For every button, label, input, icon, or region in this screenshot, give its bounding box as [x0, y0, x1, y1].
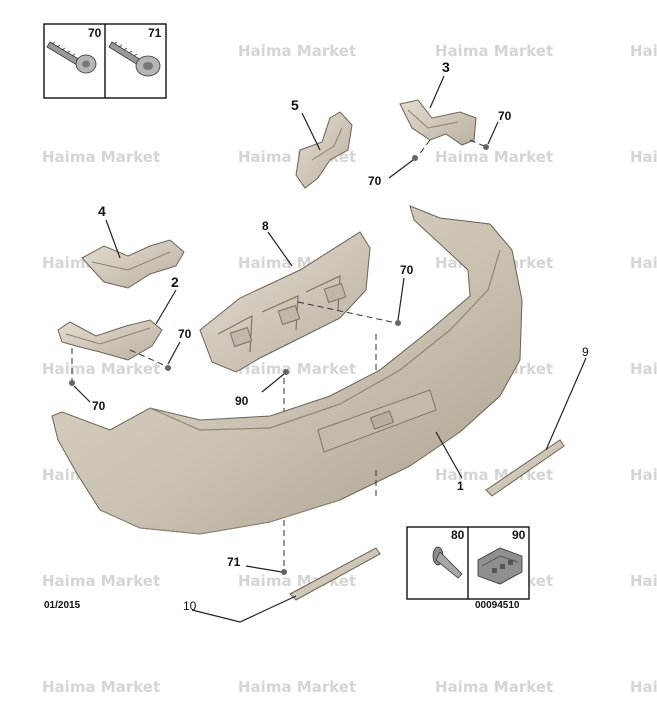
- screw-dot: [483, 144, 489, 150]
- watermark-edge: Hai: [630, 42, 657, 60]
- watermark-edge: Hai: [630, 254, 657, 272]
- fastener-box-top: 70 71: [43, 23, 167, 99]
- drawing-number: 00094510: [475, 600, 520, 611]
- callout-70-a: 70: [498, 109, 512, 123]
- screw-dot: [69, 380, 75, 386]
- leader-3: [429, 75, 445, 109]
- watermark: Haima Market: [238, 360, 356, 378]
- fastener-box-ref-90: 90: [512, 528, 526, 542]
- trim-strip-10: 10 71: [183, 547, 381, 623]
- callout-10: 10: [183, 599, 197, 613]
- rivet-80-icon: [432, 546, 463, 579]
- callout-71: 71: [227, 555, 241, 569]
- callout-70-e: 70: [92, 399, 106, 413]
- watermark-edge: Hai: [630, 678, 657, 696]
- watermark: Haima Market: [435, 42, 553, 60]
- callout-2: 2: [171, 274, 179, 290]
- screw-71-icon: [108, 41, 161, 77]
- fastener-box-bottom: 80 90: [406, 526, 530, 600]
- leader-4: [105, 219, 121, 259]
- watermark: Haima Market: [42, 572, 160, 590]
- trim-strip-9: 9: [485, 345, 589, 497]
- leader-71: [245, 565, 283, 573]
- callout-70-d: 70: [178, 327, 192, 341]
- fastener-box-ref-70: 70: [88, 26, 102, 40]
- fastener-box-ref-71: 71: [148, 26, 162, 40]
- watermark: Haima Market: [435, 678, 553, 696]
- dash-2b: [129, 349, 167, 367]
- bracket-5: 5: [291, 97, 353, 189]
- screw-70-icon: [46, 41, 97, 74]
- watermark: Haima Market: [238, 42, 356, 60]
- clip-dot: [283, 369, 289, 375]
- leader-5: [301, 112, 321, 151]
- drawing-date: 01/2015: [44, 600, 81, 611]
- bracket-2: 2 70 70: [57, 274, 192, 413]
- watermark-edge: Hai: [630, 148, 657, 166]
- callout-4: 4: [98, 203, 106, 219]
- watermark: Haima Market: [42, 678, 160, 696]
- bumper-1: 1: [51, 205, 523, 568]
- watermark-edge: Hai: [630, 466, 657, 484]
- leader-70-c: [397, 277, 405, 321]
- dash-8: [297, 301, 393, 323]
- leader-8: [267, 231, 293, 267]
- leader-90: [261, 373, 285, 393]
- leader-70-a: [487, 121, 499, 145]
- callout-70-b: 70: [368, 174, 382, 188]
- screw-dot: [395, 320, 401, 326]
- callout-1: 1: [457, 479, 464, 493]
- callout-9: 9: [582, 345, 589, 359]
- callout-5: 5: [291, 97, 299, 113]
- fastener-box-ref-80: 80: [451, 528, 465, 542]
- watermark-edge: Hai: [630, 360, 657, 378]
- watermark-edge: Hai: [630, 572, 657, 590]
- watermark: Haima Market: [42, 360, 160, 378]
- callout-90: 90: [235, 394, 249, 408]
- leader-10: [191, 595, 297, 623]
- clip-90-icon: [477, 547, 523, 585]
- watermark: Haima Market: [42, 148, 160, 166]
- leader-1: [435, 431, 463, 479]
- watermark: Haima Market: [435, 148, 553, 166]
- watermark: Haima Market: [435, 466, 553, 484]
- leader-70-e: [73, 385, 91, 403]
- dash-3b: [469, 139, 485, 147]
- leader-70-d: [167, 341, 181, 365]
- screw-dot: [281, 569, 287, 575]
- leader-70-b: [388, 159, 414, 179]
- screw-dot: [165, 365, 171, 371]
- screw-dot: [412, 155, 418, 161]
- callout-3: 3: [442, 59, 450, 75]
- watermark: Haima Market: [238, 678, 356, 696]
- callout-8: 8: [262, 219, 269, 233]
- dash-3: [417, 139, 431, 157]
- bracket-4: 4: [81, 203, 185, 289]
- callout-70-c: 70: [400, 263, 414, 277]
- leader-2: [155, 289, 177, 325]
- leader-9: [545, 357, 587, 451]
- bracket-3: 3 70 70: [368, 59, 512, 188]
- absorber-beam-8: 8 70 90: [199, 219, 414, 420]
